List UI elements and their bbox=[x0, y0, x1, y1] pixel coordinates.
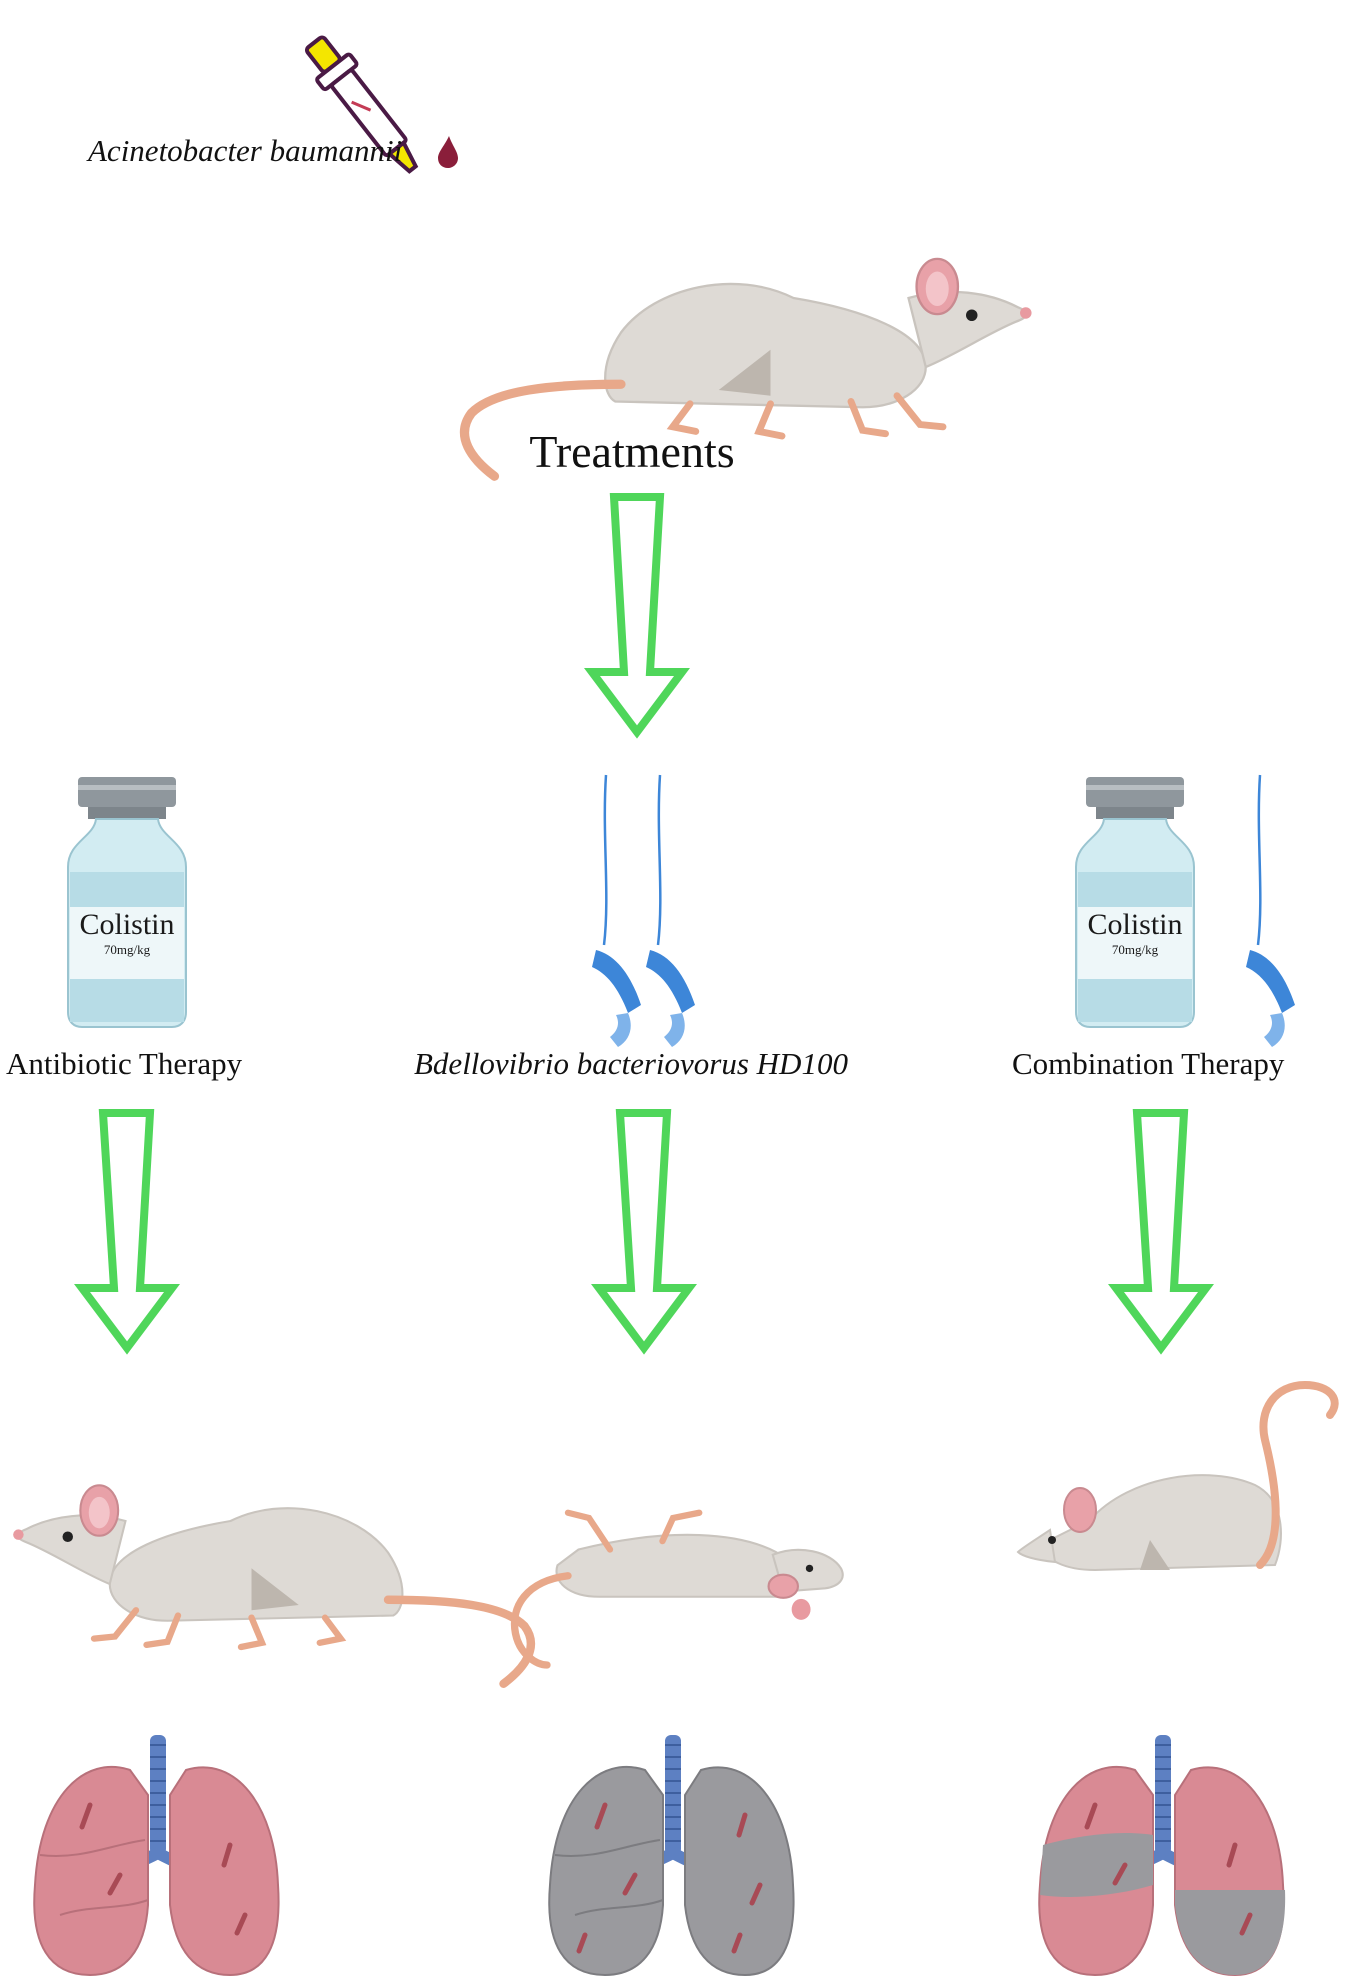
colistin-vial-icon bbox=[67, 776, 187, 1028]
droplet-icon bbox=[438, 136, 458, 168]
branch-label-bdellovibrio: Bdellovibrio bacteriovorus HD100 bbox=[414, 1046, 848, 1081]
vial-label: Colistin 70mg/kg bbox=[1076, 908, 1194, 958]
bacterium-icon bbox=[590, 773, 643, 1049]
pipette-icon bbox=[304, 35, 419, 174]
mouse-bdello-outcome-sick bbox=[515, 1513, 843, 1665]
arrow-bdello-down bbox=[591, 1109, 697, 1355]
branch-label-antibiotic: Antibiotic Therapy bbox=[6, 1046, 243, 1081]
colistin-vial-combo-icon bbox=[1075, 776, 1195, 1028]
vial-drug-name: Colistin bbox=[79, 908, 175, 941]
arrow-treatments-down bbox=[584, 493, 690, 739]
lungs-healthy bbox=[33, 1735, 280, 1977]
lungs-infected bbox=[548, 1735, 795, 1977]
pathogen-label: Acinetobacter baumannii bbox=[88, 133, 403, 168]
arrow-combo-down bbox=[1108, 1109, 1214, 1355]
vial-label: Colistin 70mg/kg bbox=[68, 908, 186, 958]
lungs-partial bbox=[1038, 1735, 1286, 1977]
vial-drug-name: Colistin bbox=[1087, 908, 1183, 941]
branch-label-combination: Combination Therapy bbox=[1012, 1046, 1285, 1081]
vial-dose: 70mg/kg bbox=[103, 942, 151, 957]
treatments-title: Treatments bbox=[529, 426, 735, 477]
mouse-antibiotic-outcome bbox=[13, 1485, 531, 1683]
bacterium-icon bbox=[1244, 773, 1297, 1049]
arrow-antibiotic-down bbox=[74, 1109, 180, 1355]
vial-dose: 70mg/kg bbox=[1111, 942, 1159, 957]
mouse-combo-outcome bbox=[1016, 1380, 1339, 1572]
bacterium-icon bbox=[644, 773, 697, 1049]
